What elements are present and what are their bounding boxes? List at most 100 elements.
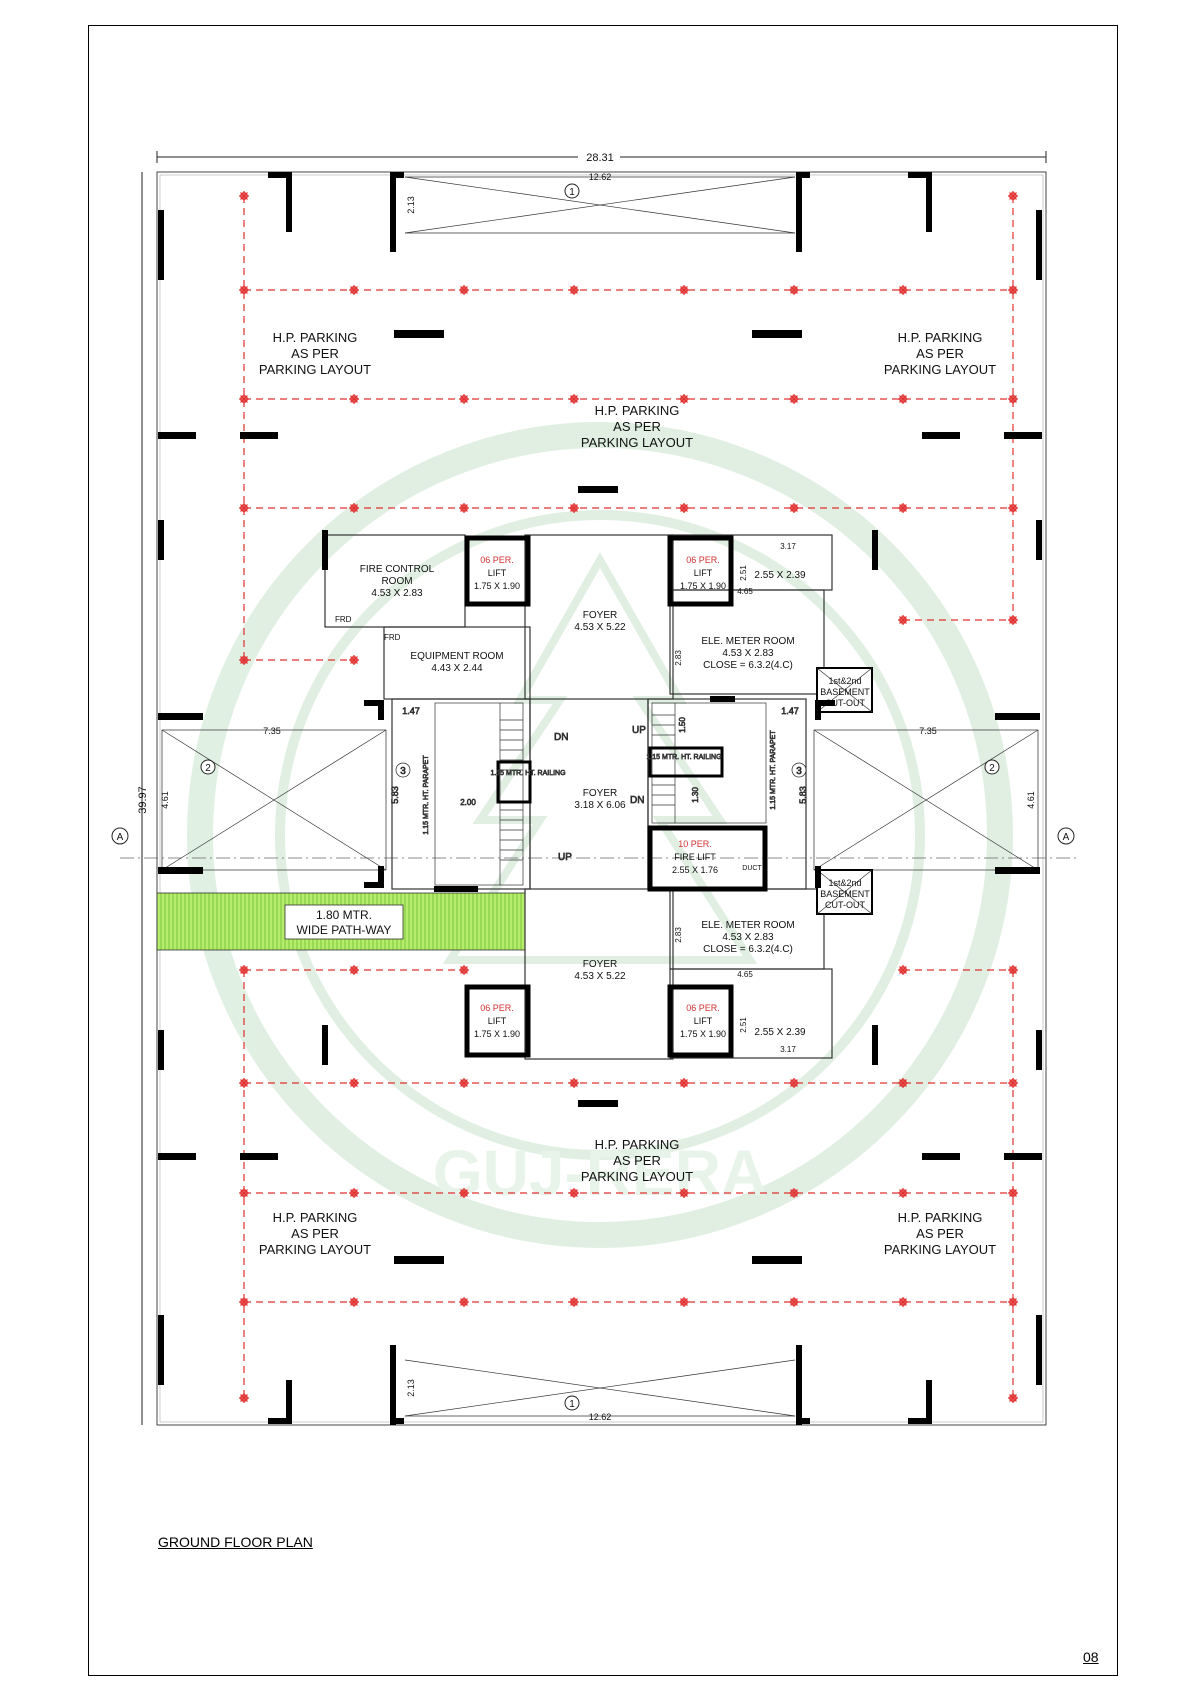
cutout-top-line-3: CUT-OUT [825,698,865,708]
right-void-marker: 2 [989,763,995,774]
bottom-void-depth: 2.13 [406,1379,416,1397]
equipment-room: EQUIPMENT ROOM 4.43 X 2.44 FRD [384,633,504,674]
foyer-mid-name: FOYER [583,788,617,799]
rera-watermark-seal: GUJ-RERA [187,422,1013,1248]
foyer-bottom: FOYER 4.53 X 5.22 [574,959,626,982]
shaft-top-width: 3.17 [780,542,796,551]
shaft-bottom-width: 3.17 [780,1045,796,1054]
parking-zone-bottom-center: H.P. PARKING AS PER PARKING LAYOUT [581,1137,693,1184]
meter-top-close: CLOSE = 6.3.2(4.C) [703,660,793,671]
parking-br-line-1: H.P. PARKING [898,1210,983,1225]
parking-tc-line-3: PARKING LAYOUT [581,435,693,450]
stair-right-length: 5.83 [798,786,808,804]
parking-tr-line-1: H.P. PARKING [898,330,983,345]
right-side-void: 7.35 4.61 2 [813,726,1039,871]
parking-zone-bottom-right: H.P. PARKING AS PER PARKING LAYOUT [884,1210,996,1257]
meter-top-name: ELE. METER ROOM [701,636,794,647]
stair-left-length: 5.83 [390,786,400,804]
parking-br-line-2: AS PER [916,1226,964,1241]
overall-depth-dimension: 39.97 [137,172,149,1425]
parking-tc-line-1: H.P. PARKING [595,403,680,418]
fire-lift-capacity: 10 PER. [678,839,712,849]
stair-left-parapet: 1.15 MTR. HT. PARAPET [423,755,430,835]
overall-width-dimension: 28.31 [156,149,1047,164]
parking-tr-line-2: AS PER [916,346,964,361]
lift-shafts [464,535,768,1058]
top-void-width: 12.62 [589,172,612,182]
staircase-right: UP DN 1.15 MTR. HT. RAILING 1.15 MTR. HT… [630,702,808,824]
parking-tr-line-3: PARKING LAYOUT [884,362,996,377]
equipment-frd: FRD [384,633,401,642]
stair-right-marker: 3 [796,766,802,777]
stair-right-up: UP [632,725,646,736]
bottom-void-marker: 1 [569,1399,575,1410]
meter-bottom-depth: 2.83 [674,927,683,943]
stair-left-step: 2.00 [460,798,476,807]
parking-bl-line-2: AS PER [291,1226,339,1241]
parking-tl-line-2: AS PER [291,346,339,361]
bottom-void-width: 12.62 [589,1412,612,1422]
left-side-void: 7.35 4.61 2 [160,726,387,871]
lift-top-right: 06 PER. LIFT 1.75 X 1.90 [680,555,726,591]
columns [158,172,1042,1425]
lift-tr-name: LIFT [694,568,713,578]
foyer-bottom-size: 4.53 X 5.22 [574,971,626,982]
shaft-bottom-size: 2.55 X 2.39 [754,1027,806,1038]
lift-tr-capacity: 06 PER. [686,555,720,565]
top-void: 12.62 2.13 1 [404,172,796,234]
parking-zone-top-center: H.P. PARKING AS PER PARKING LAYOUT [581,403,693,450]
lift-tl-capacity: 06 PER. [480,555,514,565]
lift-bottom-right: 06 PER. LIFT 1.75 X 1.90 [680,1003,726,1039]
fire-control-room: FIRE CONTROL ROOM 4.53 X 2.83 FRD [335,564,435,624]
stair-left-dn: DN [554,732,568,743]
shaft-top-size: 2.55 X 2.39 [754,570,806,581]
fire-lift-name: FIRE LIFT [674,852,716,862]
stair-right-landing-1: 1.50 [678,717,687,733]
parking-zone-bottom-left: H.P. PARKING AS PER PARKING LAYOUT [259,1210,371,1257]
building-outline [156,171,1047,1426]
lift-tr-size: 1.75 X 1.90 [680,581,726,591]
cutout-top-line-1: 1st&2nd [828,676,861,686]
parking-bl-line-3: PARKING LAYOUT [259,1242,371,1257]
top-void-marker: 1 [569,187,575,198]
meter-room-bottom: ELE. METER ROOM 4.53 X 2.83 CLOSE = 6.3.… [674,920,795,979]
fire-lift-size: 2.55 X 1.76 [672,865,718,875]
stair-left-up: UP [558,852,572,863]
fire-control-frd: FRD [335,615,352,624]
equipment-size: 4.43 X 2.44 [431,663,483,674]
equipment-name: EQUIPMENT ROOM [410,651,503,662]
bottom-void: 12.62 2.13 1 [404,1359,796,1422]
stair-left-marker: 3 [400,766,406,777]
left-void-marker: 2 [205,763,211,774]
drawing-caption: GROUND FLOOR PLAN [158,1534,313,1550]
cutout-bottom-line-1: 1st&2nd [828,878,861,888]
parking-bc-line-2: AS PER [613,1153,661,1168]
meter-bottom-width: 4.65 [737,970,753,979]
lift-br-capacity: 06 PER. [686,1003,720,1013]
structural-grid [243,196,1014,1400]
foyer-top-name: FOYER [583,610,617,621]
lift-bl-capacity: 06 PER. [480,1003,514,1013]
parking-tl-line-3: PARKING LAYOUT [259,362,371,377]
shaft-room-top: 2.55 X 2.39 3.17 2.51 [739,542,806,581]
pathway-line-2: WIDE PATH-WAY [297,923,392,937]
fire-control-line-2: ROOM [381,576,412,587]
parking-zone-top-left: H.P. PARKING AS PER PARKING LAYOUT [259,330,371,377]
meter-room-top: ELE. METER ROOM 4.53 X 2.83 CLOSE = 6.3.… [674,587,795,671]
lift-bl-size: 1.75 X 1.90 [474,1029,520,1039]
section-line-a: A A [111,827,1080,859]
meter-bottom-name: ELE. METER ROOM [701,920,794,931]
stair-left-railing: 1.15 MTR. HT. RAILING [490,770,565,777]
right-void-depth: 4.61 [1026,791,1036,809]
foyer-middle: FOYER 3.18 X 6.06 [574,788,626,811]
parking-tc-line-2: AS PER [613,419,661,434]
cutout-bottom-line-2: BASEMENT [820,889,870,899]
lift-br-name: LIFT [694,1016,713,1026]
lift-br-size: 1.75 X 1.90 [680,1029,726,1039]
parking-tl-line-1: H.P. PARKING [273,330,358,345]
foyer-bottom-name: FOYER [583,959,617,970]
shaft-top-depth: 2.51 [739,565,748,581]
page-number: 08 [1083,1649,1099,1665]
lift-tl-size: 1.75 X 1.90 [474,581,520,591]
